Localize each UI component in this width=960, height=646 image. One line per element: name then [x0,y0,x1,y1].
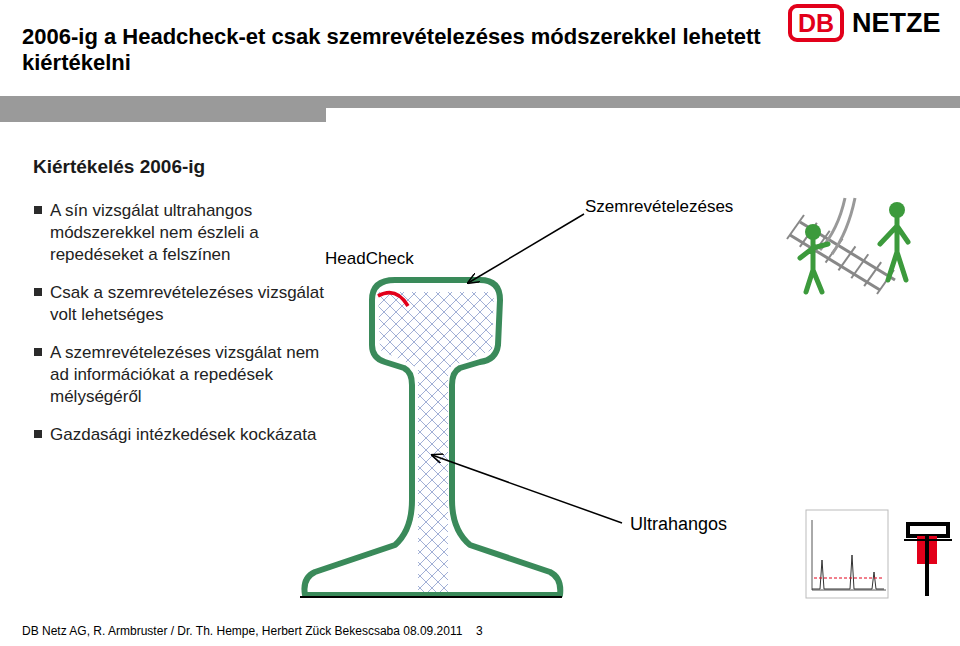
logo-frame [790,6,842,40]
leader-arrow [432,455,622,523]
probe-symbol [904,524,952,596]
page-number: 3 [476,624,483,639]
part-label: HeadCheck [325,248,414,270]
header-bar [0,96,326,122]
rail-outline [304,280,560,595]
logo-netze: NETZE [852,6,941,40]
base-line [300,596,562,598]
section-heading: Kiértékelés 2006-ig [33,155,205,179]
inspection-icon [787,198,908,294]
headcheck-crack [378,293,408,306]
bullet-text: A szemrevételezéses vizsgálat nem ad inf… [50,342,340,407]
logo-db: DB [790,6,842,40]
ultrasonic-chart [806,510,888,598]
bullet-text: Gazdasági intézkedések kockázata [50,424,330,446]
method-label: Szemrevételezéses [585,196,733,218]
slide-title: 2006-ig a Headcheck-et csak szemrevétele… [22,24,782,77]
footer-text: DB Netz AG, R. Armbruster / Dr. Th. Hemp… [22,624,462,639]
bullet-text: Csak a szemrevételezéses vizsgálat volt … [50,282,330,326]
method-label: Ultrahangos [630,513,727,536]
leader-arrow [468,214,584,283]
bullet-text: A sín vizsgálat ultrahangos módszerekkel… [50,200,330,265]
rail-hatch [378,292,494,600]
